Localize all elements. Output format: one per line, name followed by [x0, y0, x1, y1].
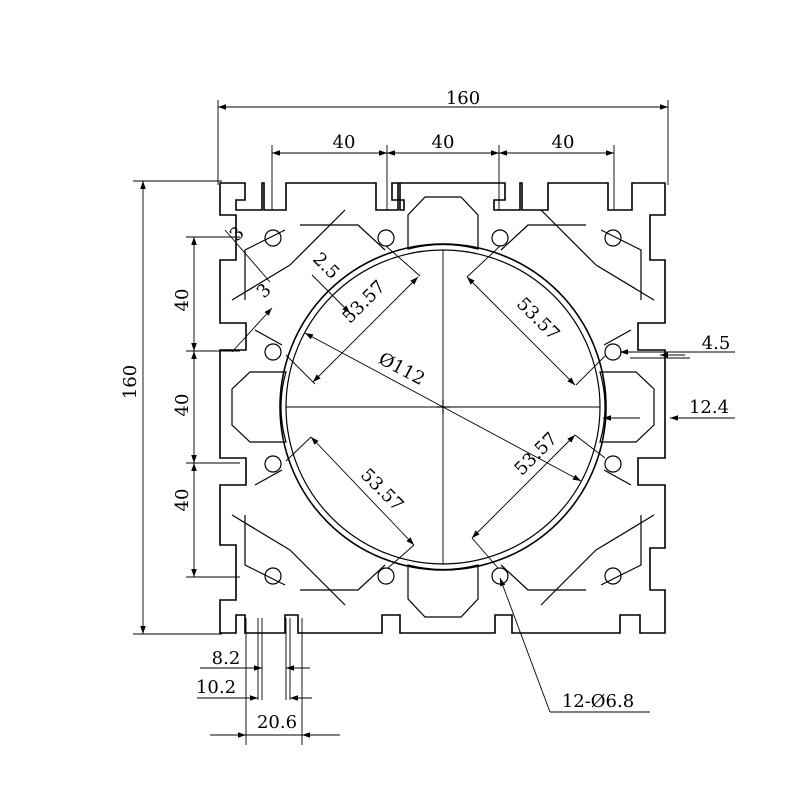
label-side-pitch-1: 40	[172, 289, 193, 312]
dimension-labels: 160 40 40 40 160 40 40 40 53.57 53.57 53…	[120, 88, 730, 733]
hole	[264, 229, 282, 247]
hole	[604, 343, 622, 361]
label-dim-2-5: 2.5	[308, 249, 343, 284]
label-side-pitch-2: 40	[172, 394, 193, 417]
hole	[491, 567, 509, 585]
label-dim-10-2: 10.2	[196, 677, 236, 698]
label-dim-4-5: 4.5	[702, 333, 731, 354]
label-diag-4: 53.57	[510, 428, 561, 479]
profile-outline	[219, 182, 666, 634]
label-diag-2: 53.57	[512, 293, 563, 344]
hole	[264, 343, 282, 361]
hole	[377, 567, 395, 585]
hole	[491, 229, 509, 247]
label-pitch-3: 40	[552, 132, 575, 153]
label-holes: 12-Ø6.8	[562, 691, 634, 712]
label-diag-3: 53.57	[356, 464, 407, 515]
hole	[377, 229, 395, 247]
label-side-pitch-3: 40	[172, 489, 193, 512]
label-bore: Ø112	[375, 348, 428, 390]
label-dim-3a: 3	[226, 223, 249, 246]
label-dim-12-4: 12.4	[689, 397, 729, 418]
center-mark	[436, 400, 450, 414]
label-dim-8-2: 8.2	[212, 648, 241, 669]
label-pitch-2: 40	[432, 132, 455, 153]
label-width-total: 160	[446, 88, 480, 109]
hole	[604, 455, 622, 473]
label-dim-20-6: 20.6	[257, 712, 297, 733]
hole	[604, 567, 622, 585]
hole	[604, 229, 622, 247]
label-pitch-1: 40	[333, 132, 356, 153]
hole	[264, 567, 282, 585]
label-dim-3b: 3	[253, 280, 276, 303]
dimension-lines	[133, 100, 735, 745]
label-height-total: 160	[120, 365, 141, 399]
hole	[264, 455, 282, 473]
